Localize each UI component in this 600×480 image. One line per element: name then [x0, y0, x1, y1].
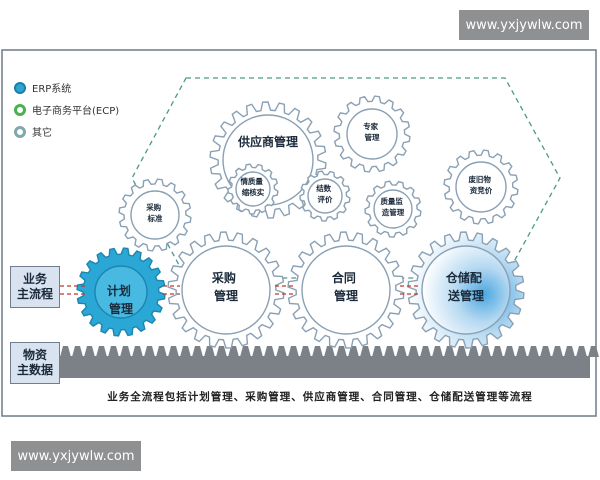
gear-purchase	[167, 231, 285, 349]
legend-label-other: 其它	[32, 128, 52, 139]
gear-quality-mgmt	[364, 180, 422, 238]
gear-purchase-std	[118, 178, 192, 252]
gear-label-settle-eval: 结数 评价	[316, 183, 334, 204]
gear-expert	[333, 95, 411, 173]
gear-label-expert: 专家 管理	[363, 121, 381, 142]
watermark-top: www.yxjywlw.com	[459, 10, 589, 40]
gear-contract	[287, 231, 405, 349]
gear-label-contract: 合同 管理	[332, 270, 360, 303]
gear-label-warehouse: 仓储配 送管理	[445, 270, 486, 303]
gear-icon	[14, 103, 26, 116]
gear-label-qual-info: 情质量 缩核实	[239, 176, 265, 197]
gear-label-plan: 计划 管理	[107, 283, 135, 316]
gear-plan	[76, 247, 166, 337]
watermark-bottom: www.yxjywlw.com	[11, 441, 141, 471]
gear-waste	[443, 149, 519, 225]
gear-label-quality-mgmt: 质量监 造管理	[380, 196, 405, 217]
diagram-caption: 业务全流程包括计划管理、采购管理、供应商管理、合同管理、仓储配送管理等流程	[107, 391, 533, 403]
gear-label-purchase-std: 采购 标准	[145, 202, 164, 223]
gear-qual-info	[227, 163, 279, 215]
legend-label-erp: ERP系统	[32, 84, 72, 95]
main-flow-label: 业务 主流程	[10, 266, 60, 308]
gear-warehouse	[407, 231, 525, 349]
gear-settle-eval	[299, 170, 351, 222]
flow-lines	[60, 285, 418, 295]
legend-item-other: 其它	[14, 124, 52, 139]
gear-label-supplier: 供应商管理	[237, 134, 298, 149]
gear-label-waste: 废旧物 资竞价	[468, 174, 493, 195]
rack-bar	[60, 346, 599, 378]
gear-icon	[14, 81, 26, 94]
master-data-label: 物资 主数据	[10, 342, 60, 384]
legend-item-erp: ERP系统	[14, 80, 71, 95]
ecp-boundary	[131, 77, 561, 279]
gear-icon	[14, 125, 26, 138]
legend-item-ecp: 电子商务平台(ECP)	[14, 102, 119, 117]
gear-label-purchase: 采购 管理	[211, 270, 240, 303]
legend-label-ecp: 电子商务平台(ECP)	[32, 106, 120, 117]
gears-group	[76, 95, 525, 349]
